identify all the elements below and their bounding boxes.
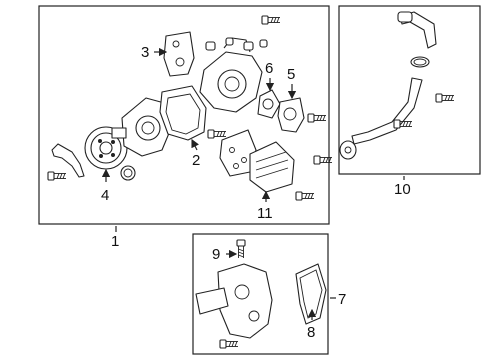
- mounting-plate-part: [163, 31, 195, 77]
- callout-5: 5: [287, 66, 295, 83]
- bolt-icon: [47, 171, 67, 181]
- housing-gasket-part: [295, 263, 327, 325]
- gasket-part: [159, 85, 207, 141]
- callout-11: 11: [257, 205, 273, 222]
- bolt-icon: [393, 119, 413, 129]
- main-group-box: [38, 5, 330, 225]
- bolt-icon: [219, 339, 239, 349]
- thermostat-gasket-part: [257, 89, 281, 119]
- thermostat-part: [277, 97, 305, 133]
- plug-part: [205, 37, 268, 51]
- coolant-pipe-part: [339, 77, 423, 160]
- callout-9: 9: [212, 246, 220, 263]
- oil-cooler-part: [249, 141, 295, 193]
- bolt-icon: [295, 191, 315, 201]
- hose-group-box: [338, 5, 481, 175]
- thermostat-housing-box: [192, 233, 329, 355]
- callout-6: 6: [265, 60, 273, 77]
- callout-3: 3: [141, 44, 149, 61]
- leader-2: [191, 138, 199, 151]
- callout-10: 10: [394, 181, 411, 198]
- thermostat-housing-part: [195, 263, 273, 339]
- callout-4: 4: [101, 187, 109, 204]
- callout-1: 1: [111, 233, 119, 250]
- callout-2: 2: [192, 152, 200, 169]
- bolt-icon: [435, 93, 455, 103]
- bracket-part: [51, 143, 85, 178]
- sensor-bolt-icon: [236, 239, 246, 259]
- bolt-icon: [261, 15, 281, 25]
- cover-gasket-part: [219, 129, 257, 177]
- clamp-part: [410, 56, 430, 68]
- seal-ring-part: [120, 165, 136, 181]
- bolt-icon: [307, 113, 327, 123]
- water-pump-body-part: [111, 97, 173, 157]
- bolt-icon: [207, 129, 227, 139]
- pump-housing-part: [199, 37, 263, 113]
- callout-7: 7: [338, 291, 346, 308]
- callout-8: 8: [307, 324, 315, 341]
- hose-part: [397, 11, 437, 49]
